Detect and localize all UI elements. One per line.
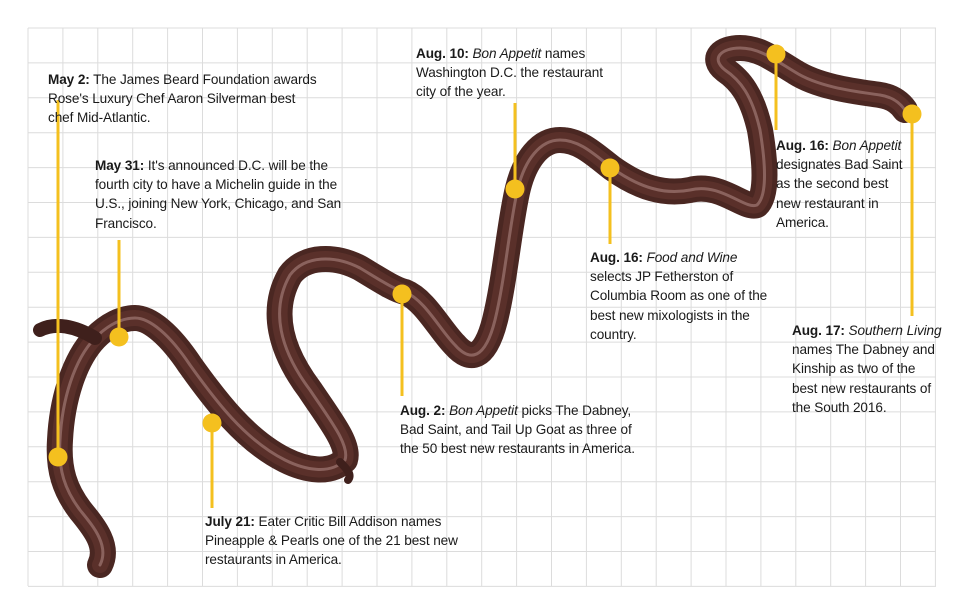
event-text: designates Bad Saint as the second best … [776, 157, 903, 230]
marker-aug-17 [902, 104, 922, 316]
event-may-31: May 31: It's announced D.C. will be the … [95, 156, 360, 233]
marker-dot [202, 413, 222, 433]
event-aug-10: Aug. 10: Bon Appetit names Washington D.… [416, 44, 626, 102]
event-text: picks The Dabney, Bad Saint, and Tail Up… [400, 403, 635, 457]
event-july-21: July 21: Eater Critic Bill Addison names… [205, 512, 490, 570]
event-date: Aug. 17: [792, 323, 845, 338]
event-date: Aug. 16: [590, 250, 643, 265]
event-date: Aug. 2: [400, 403, 446, 418]
event-text: Eater Critic Bill Addison names Pineappl… [205, 514, 458, 568]
marker-aug-16-ba [766, 44, 786, 130]
marker-dot [48, 447, 68, 467]
event-aug-2: Aug. 2: Bon Appetit picks The Dabney, Ba… [400, 401, 645, 459]
event-date: Aug. 16: [776, 138, 829, 153]
marker-aug-10 [505, 103, 525, 199]
event-date: May 31: [95, 158, 145, 173]
event-text: selects JP Fetherston of Columbia Room a… [590, 269, 768, 342]
event-aug-17: Aug. 17: Southern Living names The Dabne… [792, 321, 942, 417]
event-publication: Bon Appetit [472, 46, 542, 61]
event-date: July 21: [205, 514, 255, 529]
event-text: names Washington D.C. the restaurant cit… [416, 46, 603, 100]
event-publication: Food and Wine [646, 250, 738, 265]
marker-dot [505, 179, 525, 199]
event-publication: Bon Appetit [449, 403, 518, 418]
marker-dot [766, 44, 786, 64]
event-aug-16-bon-appetit: Aug. 16: Bon Appetit designates Bad Sain… [776, 136, 908, 232]
event-date: May 2: [48, 72, 90, 87]
marker-may-2 [48, 100, 68, 467]
event-publication: Southern Living [848, 323, 942, 338]
marker-july-21 [202, 413, 222, 508]
event-publication: Bon Appetit [832, 138, 902, 153]
marker-dot [600, 158, 620, 178]
marker-aug-2 [392, 284, 412, 396]
marker-aug-16-fw [600, 158, 620, 244]
event-text: The James Beard Foundation awards Rose's… [48, 72, 317, 126]
event-text: It's announced D.C. will be the fourth c… [95, 158, 342, 231]
marker-dot [109, 327, 129, 347]
event-date: Aug. 10: [416, 46, 469, 61]
event-text: names The Dabney and Kinship as two of t… [792, 342, 935, 415]
marker-dot [902, 104, 922, 124]
marker-may-31 [109, 240, 129, 347]
event-may-2: May 2: The James Beard Foundation awards… [48, 70, 318, 128]
chocolate-ribbon [33, 35, 918, 578]
marker-dot [392, 284, 412, 304]
event-aug-16-food-and-wine: Aug. 16: Food and Wine selects JP Fether… [590, 248, 775, 344]
